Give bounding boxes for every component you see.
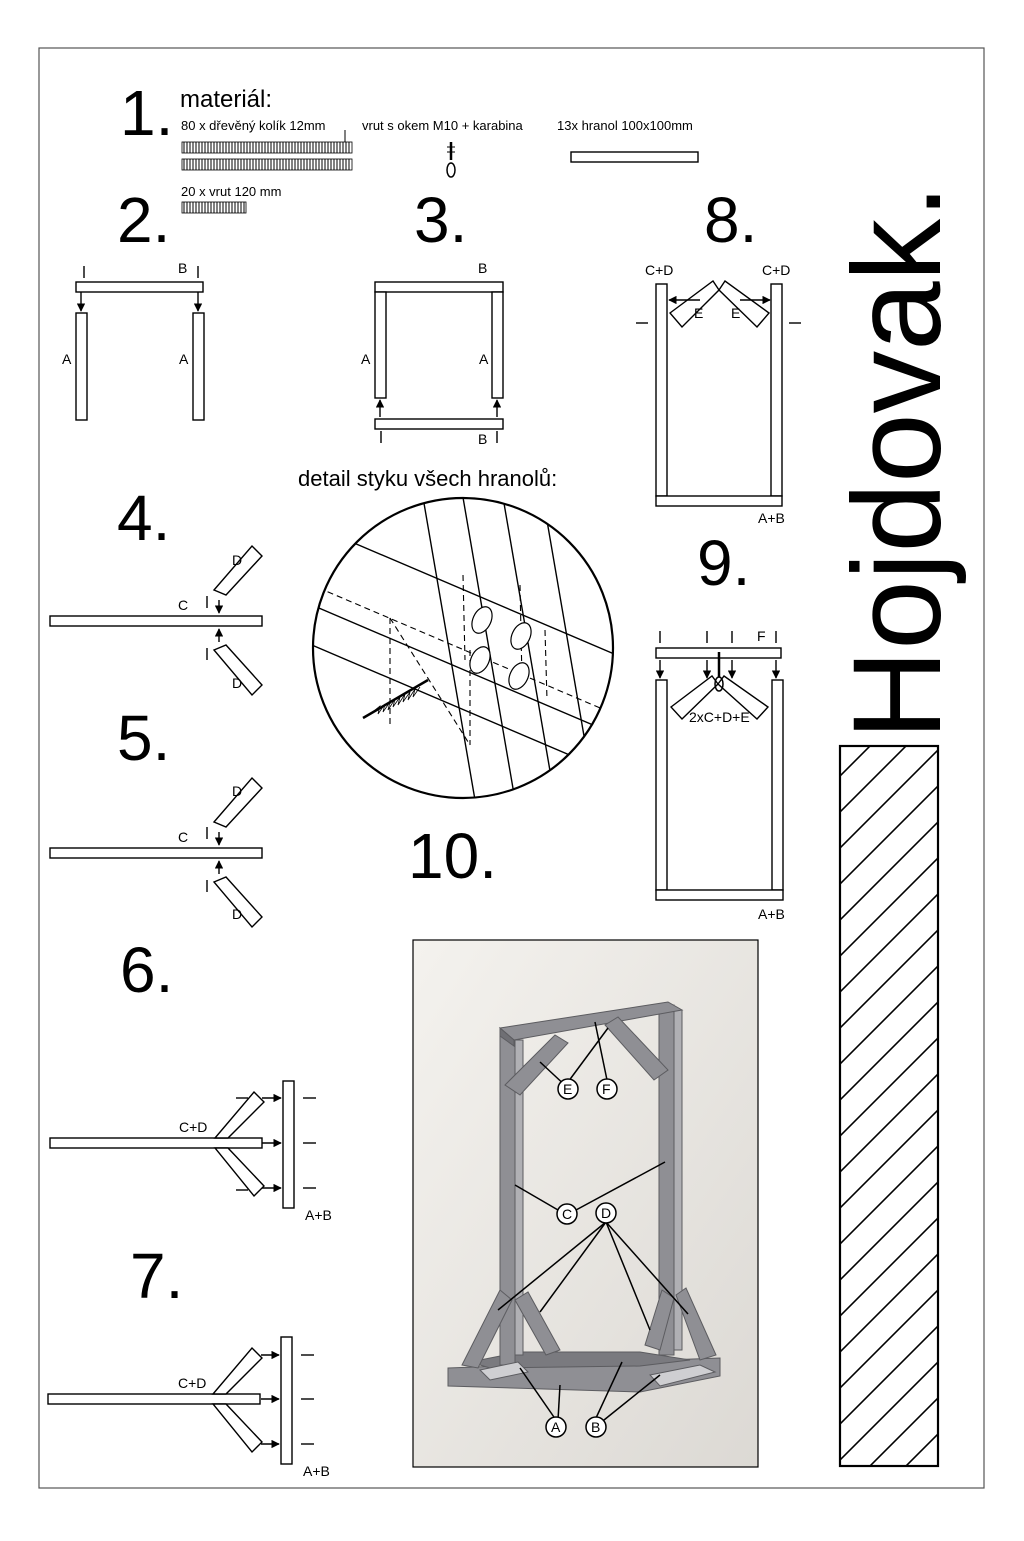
photo-callout-b: B [591,1419,600,1435]
material-eyebolt-text: vrut s okem M10 + karabina [362,118,524,133]
step-3-drawing [374,281,504,443]
step-number-4: 4. [117,482,170,554]
beam-icon [570,151,699,163]
step5-label-d-top: D [232,783,242,799]
step8-label-cd-left: C+D [645,262,673,278]
step6-label-ab: A+B [305,1207,332,1223]
step8-label-ab: A+B [758,510,785,526]
step-number-5: 5. [117,702,170,774]
photo-callout-d: D [601,1205,611,1221]
step-number-10: 10. [408,820,497,892]
step9-label-f: F [757,628,766,644]
step2-label-b: B [178,260,187,276]
step9-label-combo: 2xC+D+E [689,709,750,725]
step-number-6: 6. [120,934,173,1006]
detail-caption: detail styku všech hranolů: [298,466,557,491]
step8-label-e-right: E [731,305,740,321]
material-heading: materiál: [180,86,272,113]
step2-label-a-right: A [179,351,189,367]
step3-label-b-bottom: B [478,431,487,447]
step-number-2: 2. [117,184,170,256]
title: Hojdovak. [828,184,967,740]
step3-label-a-right: A [479,351,489,367]
dowel-icon [181,130,353,171]
step-9-drawing [655,631,784,901]
step-4-drawing [49,544,263,697]
material-dowel-text: 80 x dřevěný kolík 12mm [181,118,326,133]
step5-label-c: C [178,829,188,845]
hatched-beam [838,744,940,1468]
page-border [38,47,985,1489]
step9-label-ab: A+B [758,906,785,922]
step-number-1: 1. [120,77,173,149]
step8-label-e-left: E [694,305,703,321]
step5-label-d-bottom: D [232,906,242,922]
step2-label-a-left: A [62,351,72,367]
step7-label-cd: C+D [178,1375,206,1391]
step-8-drawing [636,279,801,507]
step4-label-d-top: D [232,552,242,568]
step-number-9: 9. [697,527,750,599]
photo-callout-f: F [602,1081,611,1097]
step-number-8: 8. [704,184,757,256]
step8-label-cd-right: C+D [762,262,790,278]
eyebolt-icon [446,142,456,178]
assembled-swing-photo: E F C D A B [412,939,759,1468]
step7-label-ab: A+B [303,1463,330,1479]
screw-icon [181,201,247,214]
step-number-3: 3. [414,184,467,256]
step4-label-c: C [178,597,188,613]
step6-label-cd: C+D [179,1119,207,1135]
step3-label-a-left: A [361,351,371,367]
step4-label-d-bottom: D [232,675,242,691]
photo-callout-a: A [551,1419,561,1435]
step3-label-b-top: B [478,260,487,276]
photo-callout-e: E [563,1081,572,1097]
material-screw-text: 20 x vrut 120 mm [181,184,281,199]
step-5-drawing [49,776,263,929]
step-6-drawing [49,1080,316,1209]
joint-detail-circle [311,496,615,800]
step-7-drawing [47,1336,314,1465]
photo-callout-c: C [562,1206,572,1222]
step-2-drawing [75,266,205,421]
step-number-7: 7. [130,1240,183,1312]
material-beam-text: 13x hranol 100x100mm [557,118,693,133]
